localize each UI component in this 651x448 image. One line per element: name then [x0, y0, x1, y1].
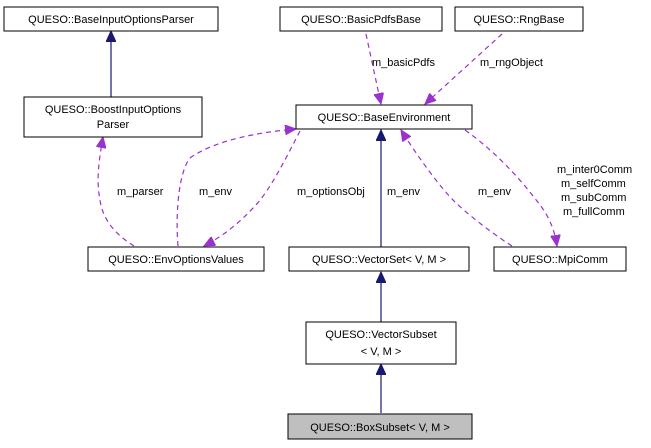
- node-label: QUESO::BasicPdfsBase: [301, 14, 421, 26]
- edge-parser: [98, 137, 135, 247]
- node-label: QUESO::RngBase: [473, 14, 564, 26]
- edge-basic-pdfs: [365, 33, 381, 104]
- edge-mpi-comms: [464, 129, 557, 246]
- edge-label-options-obj: m_optionsObj: [297, 186, 365, 198]
- node-rng-base[interactable]: QUESO::RngBase: [454, 6, 584, 32]
- edge-env-to-options: [176, 129, 296, 247]
- edge-label-rng-object: m_rngObject: [480, 57, 543, 69]
- edge-label-mpi-full: m_fullComm: [563, 206, 625, 218]
- node-label-line2: < V, M >: [361, 346, 402, 358]
- edge-label-mpi-inter0: m_inter0Comm: [557, 164, 632, 176]
- edge-label-basic-pdfs: m_basicPdfs: [372, 57, 435, 69]
- edge-label-env-to-mpi: m_env: [478, 186, 512, 198]
- node-label-line1: QUESO::BoostInputOptions: [45, 104, 182, 116]
- node-label: QUESO::BaseEnvironment: [318, 112, 451, 124]
- edge-label-mpi-self: m_selfComm: [561, 178, 626, 190]
- node-box-subset[interactable]: QUESO::BoxSubset< V, M >: [287, 413, 473, 440]
- node-mpi-comm[interactable]: QUESO::MpiComm: [493, 246, 627, 272]
- node-label: QUESO::BoxSubset< V, M >: [310, 422, 450, 434]
- node-vector-subset[interactable]: QUESO::VectorSubset < V, M >: [305, 321, 457, 365]
- edge-label-parser: m_parser: [117, 186, 164, 198]
- node-basic-pdfs-base[interactable]: QUESO::BasicPdfsBase: [279, 6, 443, 32]
- node-label-line2: Parser: [97, 119, 130, 131]
- edge-options-obj: [204, 130, 301, 246]
- edge-label-env-to-vector-set: m_env: [387, 186, 421, 198]
- node-env-options-values[interactable]: QUESO::EnvOptionsValues: [87, 246, 265, 272]
- edge-label-env-to-options: m_env: [199, 186, 233, 198]
- node-label: QUESO::BaseInputOptionsParser: [28, 14, 194, 26]
- edge-label-mpi-sub: m_subComm: [561, 192, 626, 204]
- node-base-environment[interactable]: QUESO::BaseEnvironment: [295, 104, 473, 130]
- node-boost-input-options-parser[interactable]: QUESO::BoostInputOptions Parser: [23, 96, 203, 138]
- node-vector-set[interactable]: QUESO::VectorSet< V, M >: [288, 246, 470, 272]
- node-label: QUESO::VectorSet< V, M >: [312, 254, 446, 266]
- node-label-line1: QUESO::VectorSubset: [325, 329, 436, 341]
- node-base-input-options-parser[interactable]: QUESO::BaseInputOptionsParser: [3, 6, 219, 32]
- edge-env-to-mpi: [401, 130, 513, 247]
- node-label: QUESO::EnvOptionsValues: [108, 254, 244, 266]
- edge-rng-object: [425, 33, 503, 104]
- node-label: QUESO::MpiComm: [512, 254, 608, 266]
